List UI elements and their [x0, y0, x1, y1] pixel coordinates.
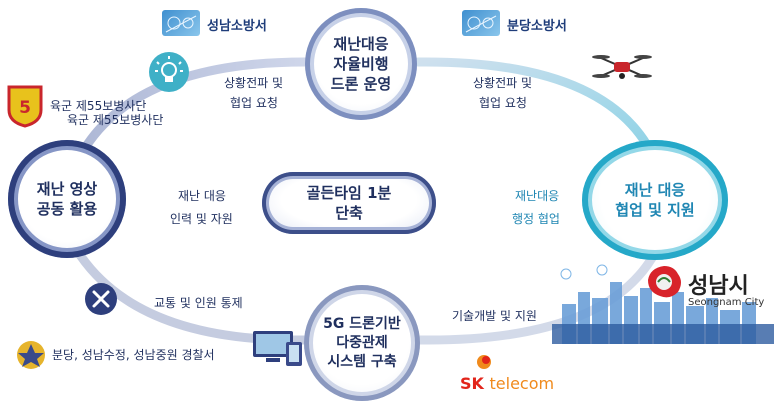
node-disaster-response-label: 재난 대응 협업 및 지원	[615, 181, 695, 219]
svg-text:5: 5	[19, 98, 31, 118]
label-top-left-2: 협업 요청	[230, 96, 278, 110]
sk-logo-icon	[477, 355, 491, 369]
org-city-sub: Seongnam City	[688, 297, 765, 308]
label-bottom-left: 교통 및 인원 통제	[154, 296, 243, 310]
org-army-2: 육군 제55보병사단	[67, 113, 164, 127]
label-mid-right-1: 재난대응	[515, 189, 560, 203]
org-bundang-fire: 분당소방서	[507, 19, 567, 34]
org-police: 분당, 성남수정, 성남중원 경찰서	[52, 348, 215, 362]
sk-telecom-logo: SK telecom	[460, 374, 554, 393]
label-top-left-1: 상황전파 및	[224, 76, 284, 90]
lightbulb-icon	[149, 52, 189, 92]
label-top-right-1: 상황전파 및	[473, 76, 533, 90]
label-mid-left-2: 인력 및 자원	[170, 212, 233, 226]
city-logo-icon	[648, 266, 681, 298]
center-golden-time: 골든타임 1분 단축	[262, 172, 436, 234]
police-emblem-icon	[17, 341, 45, 369]
node-5g-system-label: 5G 드론기반 다중관제 시스템 구축	[323, 315, 401, 370]
node-video-sharing: 재난 영상 공동 활용	[8, 140, 126, 258]
org-army-1: 육군 제55보병사단	[50, 99, 147, 113]
label-top-right-2: 협업 요청	[479, 96, 527, 110]
label-mid-right-2: 행정 협업	[512, 212, 560, 226]
node-5g-system: 5G 드론기반 다중관제 시스템 구축	[304, 285, 420, 401]
node-drone-operation: 재난대응 자율비행 드론 운영	[305, 8, 417, 120]
node-drone-operation-label: 재난대응 자율비행 드론 운영	[330, 35, 392, 93]
center-golden-time-label: 골든타임 1분 단축	[306, 184, 392, 222]
fire-badge-icon	[462, 10, 500, 36]
fire-badge-icon	[162, 10, 200, 36]
drone-icon	[592, 55, 652, 79]
node-disaster-response: 재난 대응 협업 및 지원	[582, 140, 728, 260]
tools-icon	[85, 283, 117, 315]
devices-icon	[253, 331, 302, 366]
org-seongnam-fire: 성남소방서	[207, 19, 267, 34]
org-city-name: 성남시	[688, 274, 749, 299]
sk-logo-text: SK	[460, 374, 484, 393]
label-bottom-right: 기술개발 및 지원	[452, 309, 537, 323]
city-skyline-icon	[552, 264, 774, 344]
arc-top-right	[413, 57, 655, 155]
label-mid-left-1: 재난 대응	[178, 189, 226, 203]
node-video-sharing-label: 재난 영상 공동 활용	[36, 180, 98, 218]
army-emblem-icon: 5	[7, 85, 43, 128]
sk-logo-telecom: telecom	[489, 374, 555, 393]
